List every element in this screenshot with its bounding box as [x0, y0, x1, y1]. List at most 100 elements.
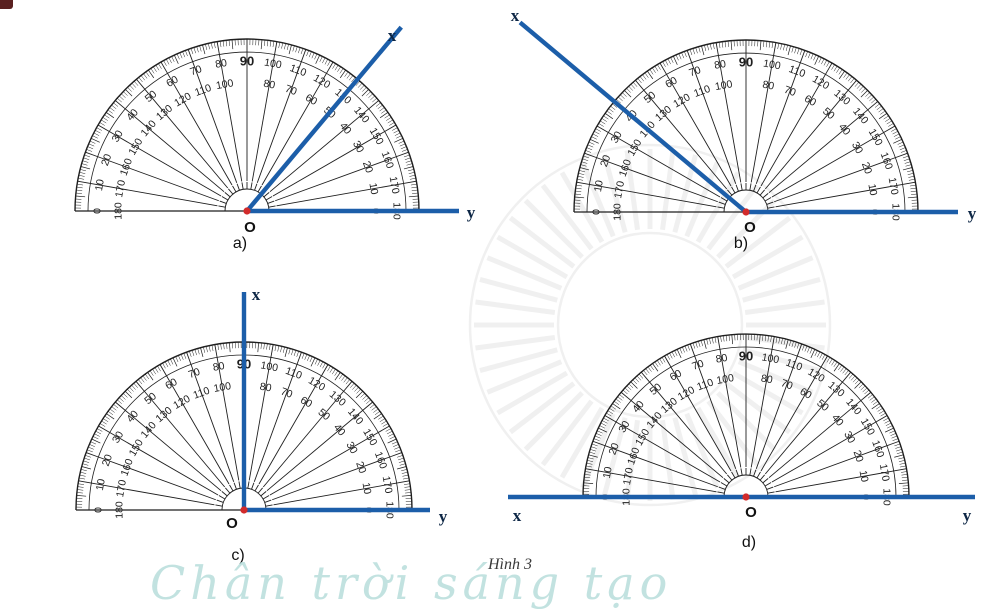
svg-text:10: 10 [592, 179, 606, 193]
svg-text:140: 140 [138, 118, 159, 139]
svg-text:80: 80 [761, 79, 775, 93]
svg-text:60: 60 [298, 394, 314, 410]
svg-text:140: 140 [850, 105, 871, 126]
svg-text:90: 90 [739, 55, 753, 70]
protractor-d: 0102030405060708090100110120130140150160… [583, 334, 909, 506]
svg-text:60: 60 [164, 73, 180, 89]
svg-text:80: 80 [212, 360, 226, 374]
svg-text:50: 50 [647, 381, 664, 398]
svg-text:110: 110 [695, 376, 715, 393]
svg-text:110: 110 [784, 357, 804, 374]
svg-text:120: 120 [676, 384, 697, 403]
svg-text:150: 150 [126, 136, 145, 157]
svg-text:60: 60 [663, 74, 679, 90]
svg-text:40: 40 [124, 107, 141, 124]
svg-text:20: 20 [850, 449, 865, 464]
svg-text:80: 80 [214, 57, 228, 71]
svg-text:100: 100 [714, 78, 733, 93]
svg-text:100: 100 [260, 359, 279, 374]
svg-text:10: 10 [366, 182, 380, 196]
svg-text:30: 30 [344, 440, 360, 456]
svg-text:50: 50 [142, 390, 159, 407]
figure-b: 0102030405060708090100110120130140150160… [511, 6, 977, 252]
svg-text:110: 110 [787, 63, 807, 80]
svg-text:180: 180 [612, 203, 624, 221]
svg-text:100: 100 [716, 372, 735, 387]
svg-text:170: 170 [387, 175, 402, 194]
panel-label: d) [742, 534, 756, 551]
panel-label: a) [233, 235, 247, 252]
svg-text:110: 110 [288, 62, 308, 79]
svg-text:80: 80 [259, 381, 273, 395]
vertex-label: O [226, 515, 238, 532]
svg-text:100: 100 [213, 380, 232, 395]
svg-text:70: 70 [283, 83, 298, 98]
svg-text:70: 70 [188, 63, 203, 78]
svg-text:40: 40 [124, 408, 141, 425]
svg-text:0: 0 [93, 507, 105, 513]
svg-text:150: 150 [625, 137, 644, 158]
svg-text:170: 170 [380, 475, 395, 494]
panel-label: b) [734, 235, 748, 252]
svg-text:70: 70 [687, 64, 702, 79]
svg-text:120: 120 [671, 91, 692, 110]
svg-text:170: 170 [113, 179, 128, 198]
svg-text:130: 130 [826, 379, 847, 400]
svg-text:160: 160 [372, 450, 389, 471]
ray-x-label: x [513, 506, 522, 525]
figure-c: 0102030405060708090100110120130140150160… [76, 285, 448, 564]
svg-text:180: 180 [113, 202, 125, 220]
svg-text:110: 110 [193, 82, 213, 99]
svg-text:160: 160 [379, 150, 396, 171]
svg-text:170: 170 [877, 463, 892, 482]
ray-x-label: x [511, 6, 520, 25]
svg-text:10: 10 [94, 478, 108, 492]
svg-text:130: 130 [154, 102, 175, 123]
ray-y-label: y [467, 203, 476, 222]
svg-text:140: 140 [139, 419, 160, 440]
svg-text:140: 140 [345, 406, 366, 427]
svg-text:160: 160 [869, 439, 886, 460]
svg-text:20: 20 [360, 160, 375, 175]
svg-text:160: 160 [119, 457, 136, 478]
svg-text:40: 40 [331, 422, 348, 439]
svg-text:60: 60 [802, 93, 818, 109]
vertex-label: O [745, 504, 757, 521]
svg-text:80: 80 [715, 352, 729, 366]
figure-a: 0102030405060708090100110120130140150160… [75, 26, 476, 252]
svg-text:80: 80 [262, 78, 276, 92]
svg-text:30: 30 [841, 429, 857, 445]
svg-text:20: 20 [859, 161, 874, 176]
svg-text:140: 140 [843, 396, 864, 417]
svg-text:120: 120 [172, 90, 193, 109]
protractor-b: 0102030405060708090100110120130140150160… [574, 40, 918, 221]
vertex-label: O [244, 219, 256, 236]
svg-text:20: 20 [99, 152, 114, 167]
svg-text:40: 40 [630, 398, 647, 415]
svg-text:180: 180 [114, 501, 126, 519]
svg-text:50: 50 [642, 89, 659, 106]
vertex-dot [742, 493, 749, 500]
vertex-label: O [744, 219, 756, 236]
svg-text:20: 20 [353, 460, 368, 475]
svg-text:30: 30 [350, 139, 366, 155]
svg-text:170: 170 [621, 466, 636, 485]
svg-text:50: 50 [316, 406, 333, 423]
svg-text:70: 70 [187, 366, 202, 381]
svg-text:80: 80 [760, 373, 774, 387]
svg-text:10: 10 [865, 183, 879, 197]
svg-text:140: 140 [351, 104, 372, 125]
svg-text:60: 60 [668, 367, 684, 383]
svg-text:10: 10 [93, 178, 107, 192]
svg-text:10: 10 [601, 466, 615, 480]
svg-text:110: 110 [284, 365, 304, 382]
protractor-figure: 0102030405060708090100110120130140150160… [0, 0, 1003, 597]
svg-text:130: 130 [831, 87, 852, 108]
svg-text:100: 100 [215, 77, 234, 92]
svg-text:90: 90 [739, 349, 753, 364]
svg-text:170: 170 [612, 180, 627, 199]
svg-text:130: 130 [653, 103, 674, 124]
svg-text:170: 170 [114, 479, 129, 498]
svg-text:130: 130 [154, 404, 175, 425]
svg-text:0: 0 [92, 208, 104, 214]
